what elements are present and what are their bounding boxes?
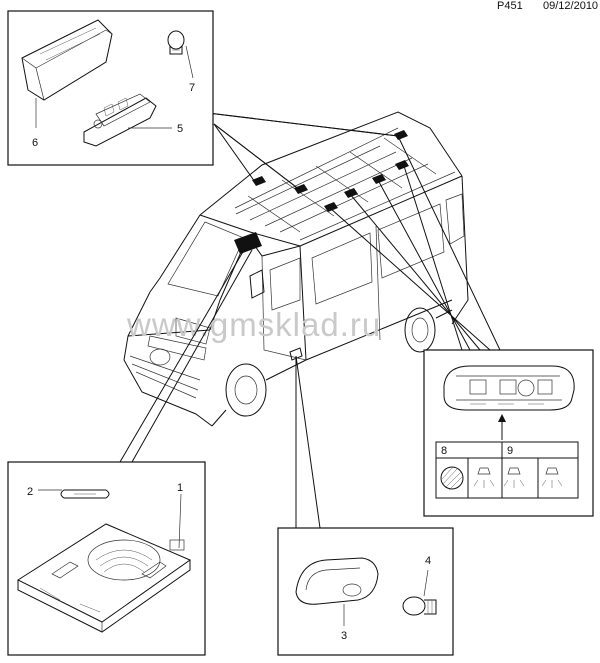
callout-9: 9: [507, 445, 513, 457]
callout-8: 8: [441, 445, 447, 457]
leader-lines: [119, 112, 501, 529]
callout-3: 3: [341, 630, 347, 642]
watermark-text: www.gmsklad.ru: [126, 306, 381, 343]
page-date: 09/12/2010: [543, 0, 599, 12]
circle-hatched-icon: [440, 466, 464, 491]
bulb-7: [167, 30, 185, 55]
inset-box-bottom-center: 3 4: [277, 527, 454, 656]
callout-7: 7: [189, 82, 195, 94]
festoon-bulb: [60, 489, 110, 499]
lamp-icon: [503, 467, 525, 488]
bulb-4: [402, 596, 437, 616]
callout-5: 5: [177, 123, 183, 135]
callout-6: 6: [32, 137, 38, 149]
roof-lamp-base: [83, 93, 157, 147]
inset-box-bottom-left: 2 1: [7, 461, 206, 656]
page-code: P451: [497, 0, 523, 12]
callout-2: 2: [27, 486, 33, 498]
side-marker-lamp: [295, 557, 379, 605]
front-lamp-base: [16, 523, 192, 633]
inset-box-top-left: 7 5 6: [7, 10, 214, 166]
callout-4: 4: [425, 555, 431, 567]
inset-box-right: 8 9: [423, 349, 594, 517]
roof-lamp-markers: [234, 130, 409, 254]
lamp-icon: [541, 467, 563, 488]
callout-1: 1: [177, 482, 183, 494]
roof-lamp-housing: [21, 19, 113, 101]
interior-lamp-unit: [443, 365, 575, 411]
lamp-icon: [473, 467, 495, 488]
